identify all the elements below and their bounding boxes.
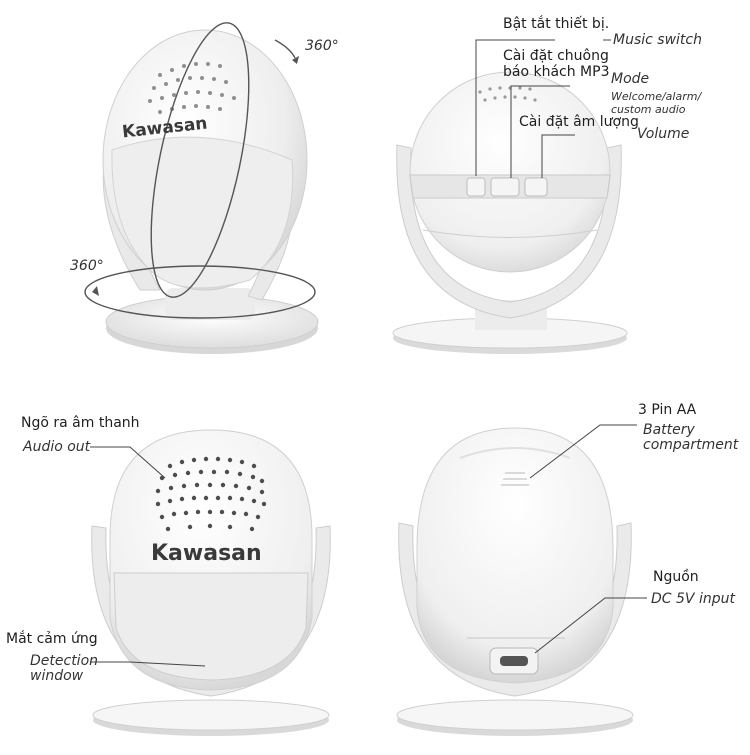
detection-label-en-line2: window: [30, 668, 84, 684]
volume-label-vi: Cài đặt âm lượng: [519, 114, 639, 130]
power-switch-label-vi: Bật tắt thiết bị.: [503, 16, 610, 32]
sensor-back-illustration: [396, 424, 647, 736]
rotate-label-top: 360°: [305, 38, 339, 54]
panel-front-view: Kawasan Ngõ ra âm thanh Audio out Mắt cả…: [0, 378, 375, 755]
panel-top-view: Bật tắt thiết bị. Music switch Cài đặt c…: [375, 0, 750, 378]
battery-label-vi: 3 Pin AA: [638, 402, 697, 418]
power-switch-label-en: Music switch: [613, 32, 702, 48]
mode-label-vi-line1: Cài đặt chuông: [503, 48, 609, 64]
mode-label-vi-line2: báo khách MP3: [503, 64, 610, 80]
battery-label-en-line1: Battery: [643, 422, 695, 438]
power-input-label-vi: Nguồn: [653, 569, 699, 585]
sensor-front-illustration: [90, 429, 331, 736]
audio-out-label-en: Audio out: [23, 439, 91, 455]
mode-label-en: Mode: [611, 71, 650, 87]
speaker-grille: [155, 456, 267, 532]
volume-label-en: Volume: [637, 126, 690, 142]
battery-label-en-line2: compartment: [643, 437, 739, 453]
detection-label-vi: Mắt cảm ứng: [6, 631, 98, 647]
power-input-label-en: DC 5V input: [651, 591, 735, 607]
sensor-rotated-illustration: [84, 22, 319, 354]
panel-rotation-view: Kawasan 360° 360°: [0, 0, 375, 378]
panel-back-view: 3 Pin AA Battery compartment Nguồn DC 5V…: [375, 378, 750, 755]
sensor-top-illustration: [392, 39, 628, 354]
mode-sub-label-2: custom audio: [611, 103, 686, 116]
brand-logo-front: Kawasan: [151, 541, 262, 566]
rotate-label-side: 360°: [70, 258, 104, 274]
audio-out-label-vi: Ngõ ra âm thanh: [21, 415, 140, 431]
detection-label-en-line1: Detection: [30, 653, 99, 669]
mode-sub-label-1: Welcome/alarm/: [611, 90, 702, 103]
